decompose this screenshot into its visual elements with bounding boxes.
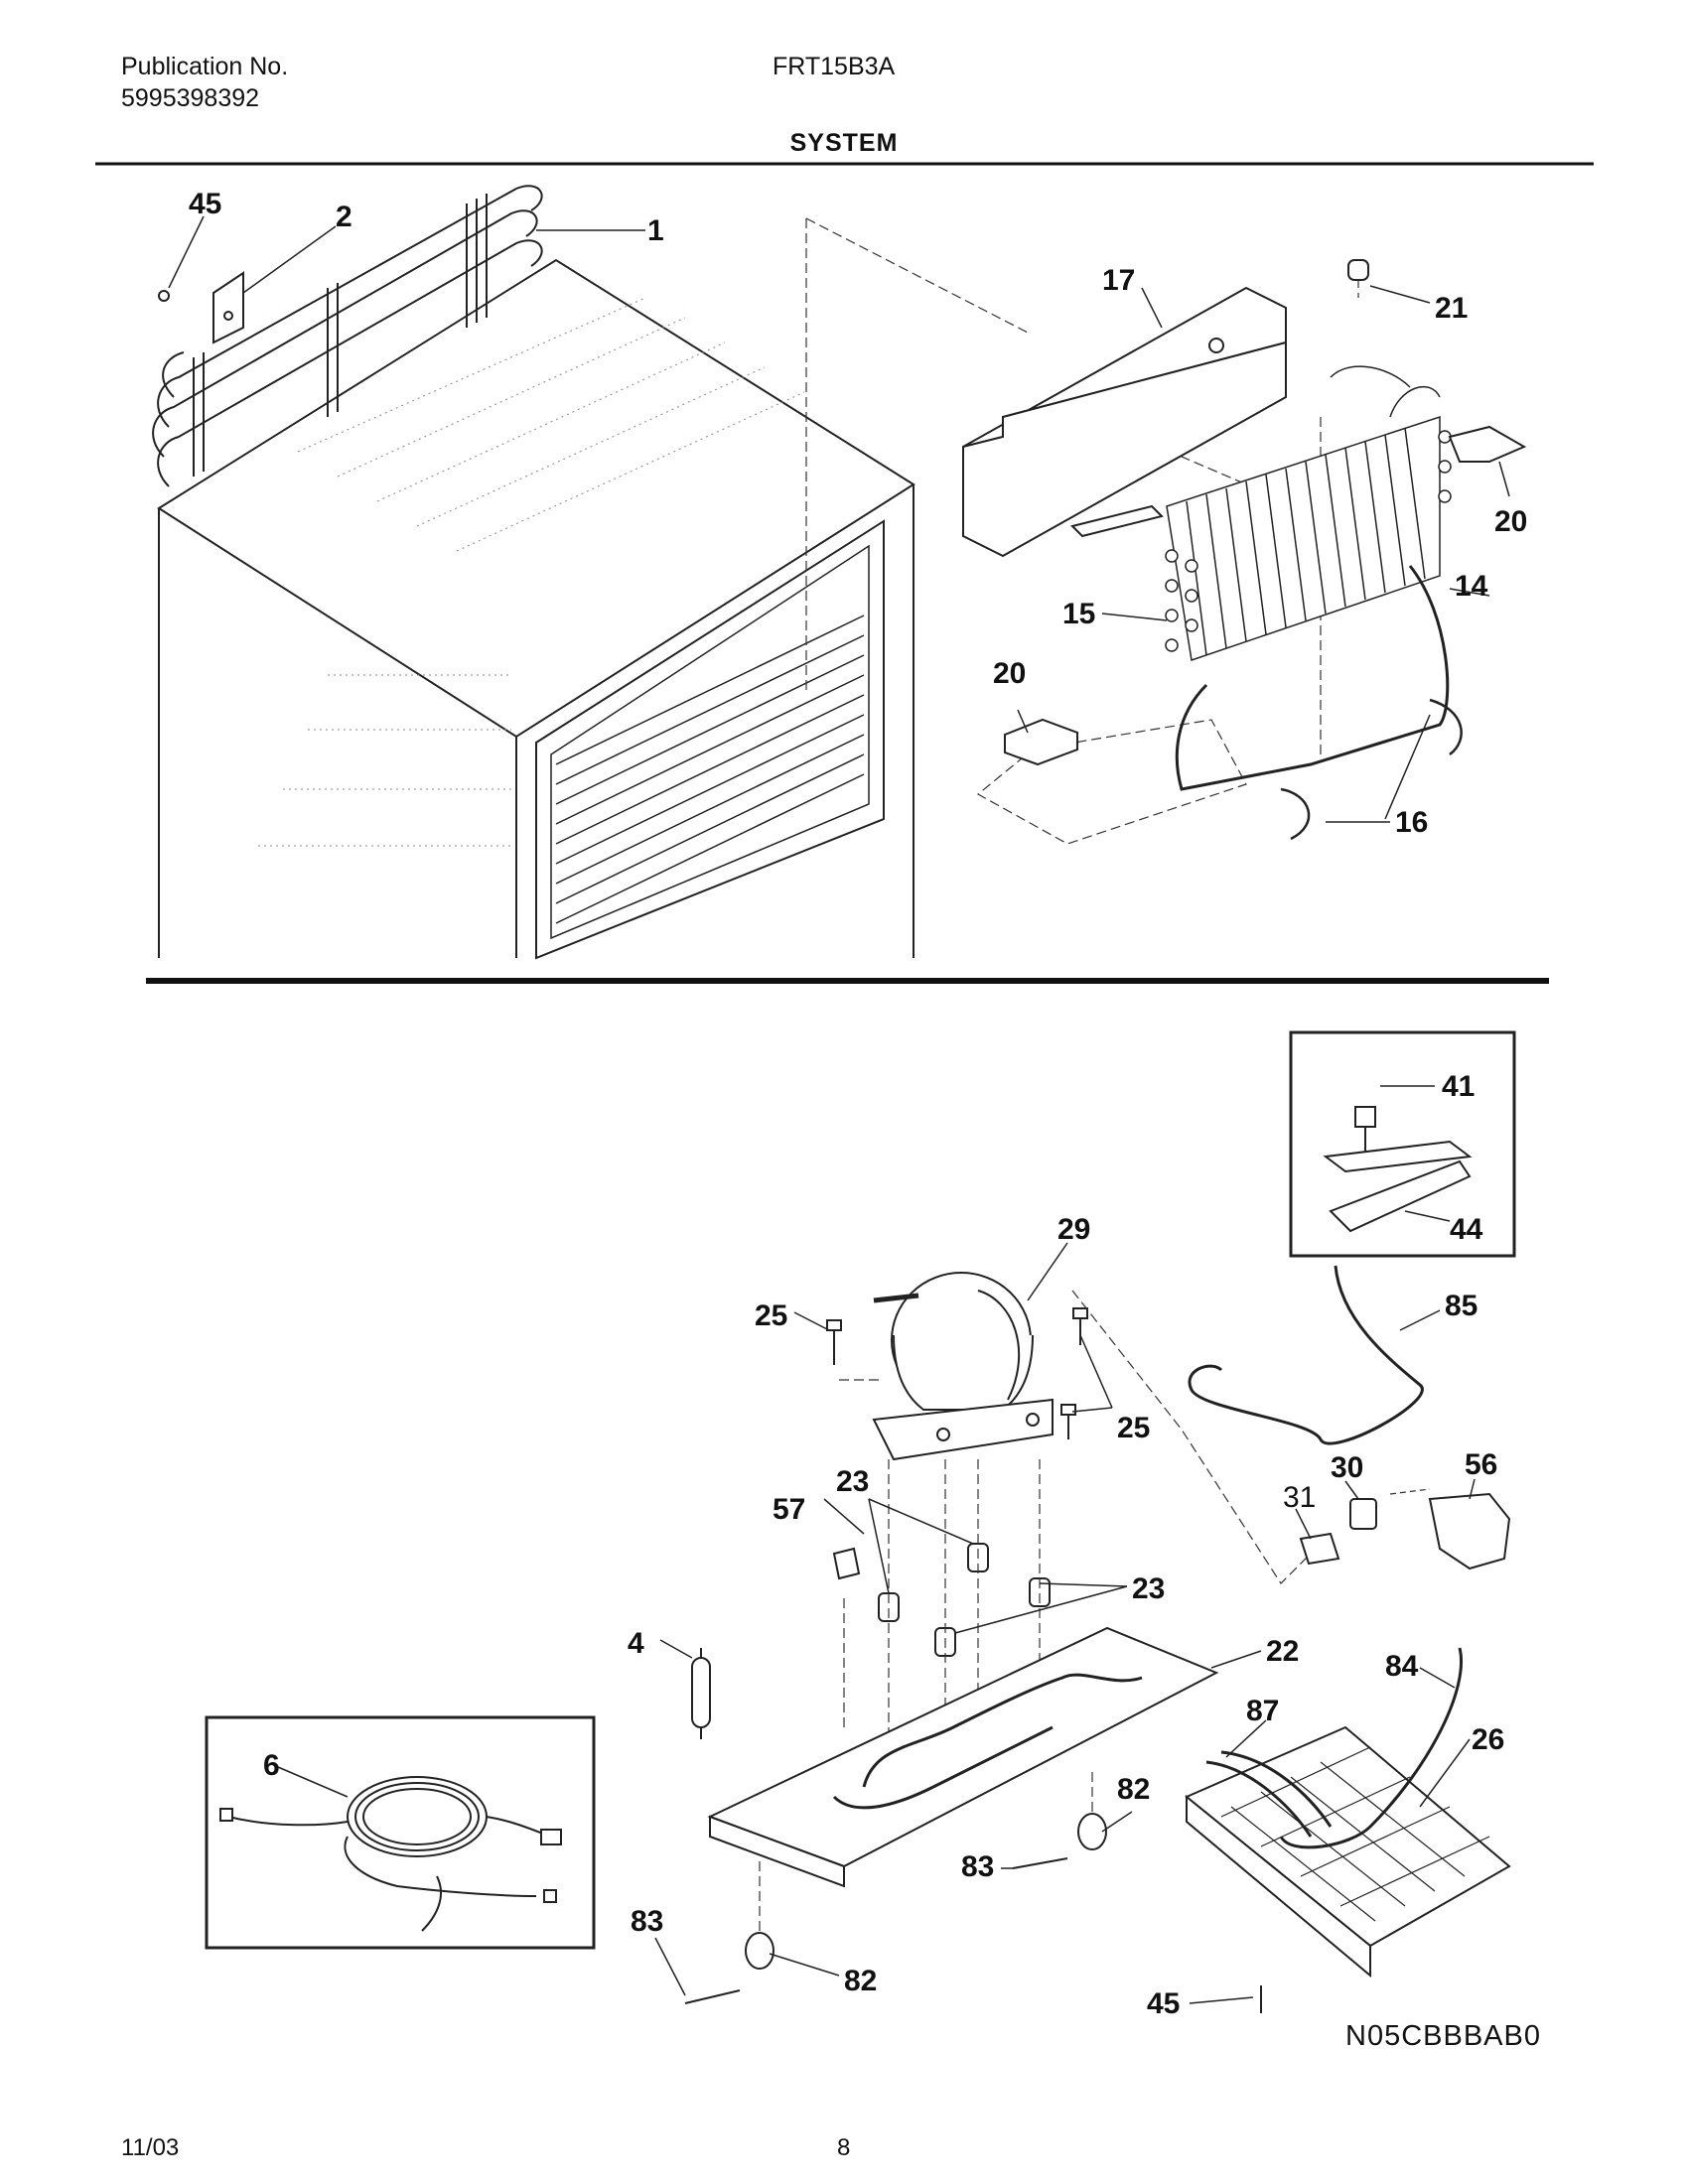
page-number: 8 bbox=[837, 2134, 851, 2161]
publication-number: 5995398392 bbox=[121, 84, 260, 112]
callout-2: 2 bbox=[336, 201, 352, 233]
callout-29: 29 bbox=[1057, 1213, 1090, 1246]
discharge-line bbox=[1188, 1265, 1424, 1445]
compressor bbox=[872, 1272, 1054, 1461]
inset-box-bracket bbox=[1289, 1030, 1516, 1258]
callout-20: 20 bbox=[993, 657, 1026, 690]
callout-20: 20 bbox=[1494, 505, 1527, 538]
callout-30: 30 bbox=[1331, 1451, 1363, 1484]
callout-83: 83 bbox=[631, 1905, 663, 1938]
callout-1: 1 bbox=[647, 214, 664, 247]
model-number: FRT15B3A bbox=[773, 53, 896, 80]
callout-23: 23 bbox=[1132, 1572, 1165, 1605]
callout-56: 56 bbox=[1465, 1448, 1497, 1481]
callout-57: 57 bbox=[773, 1493, 805, 1526]
defrost-heater bbox=[1175, 565, 1450, 791]
callout-82: 82 bbox=[1117, 1773, 1150, 1806]
callout-15: 15 bbox=[1062, 598, 1095, 630]
callout-21: 21 bbox=[1435, 292, 1468, 325]
callout-25: 25 bbox=[755, 1299, 787, 1332]
callout-83: 83 bbox=[961, 1850, 994, 1883]
callout-31: 31 bbox=[1283, 1481, 1316, 1514]
callout-22: 22 bbox=[1266, 1635, 1299, 1668]
section-title: SYSTEM bbox=[789, 129, 899, 157]
publication-label: Publication No. bbox=[121, 53, 289, 80]
foam-pad bbox=[1004, 718, 1078, 766]
callout-84: 84 bbox=[1385, 1650, 1419, 1683]
callout-14: 14 bbox=[1455, 570, 1488, 603]
callout-23: 23 bbox=[836, 1465, 869, 1498]
callout-82: 82 bbox=[844, 1965, 877, 1997]
evaporator bbox=[1165, 365, 1452, 661]
callout-4: 4 bbox=[628, 1627, 644, 1660]
diagram-code: N05CBBBAB0 bbox=[1345, 2020, 1541, 2052]
callout-25: 25 bbox=[1117, 1412, 1150, 1444]
callout-6: 6 bbox=[263, 1749, 280, 1782]
callout-45: 45 bbox=[1147, 1987, 1180, 2020]
inset-box-power-cord bbox=[205, 1715, 596, 1950]
callout-41: 41 bbox=[1442, 1070, 1475, 1103]
callout-45: 45 bbox=[189, 188, 221, 220]
callout-26: 26 bbox=[1472, 1723, 1504, 1756]
base-plate bbox=[707, 1626, 1219, 1888]
callout-16: 16 bbox=[1395, 806, 1428, 839]
callout-44: 44 bbox=[1450, 1213, 1483, 1246]
callout-87: 87 bbox=[1246, 1695, 1279, 1727]
callout-17: 17 bbox=[1102, 264, 1135, 297]
drain-tray bbox=[1185, 1725, 1511, 1979]
callout-85: 85 bbox=[1445, 1290, 1477, 1322]
footer-date: 11/03 bbox=[121, 2134, 180, 2161]
drain-trough bbox=[962, 286, 1287, 558]
cabinet-illustration bbox=[152, 185, 915, 960]
